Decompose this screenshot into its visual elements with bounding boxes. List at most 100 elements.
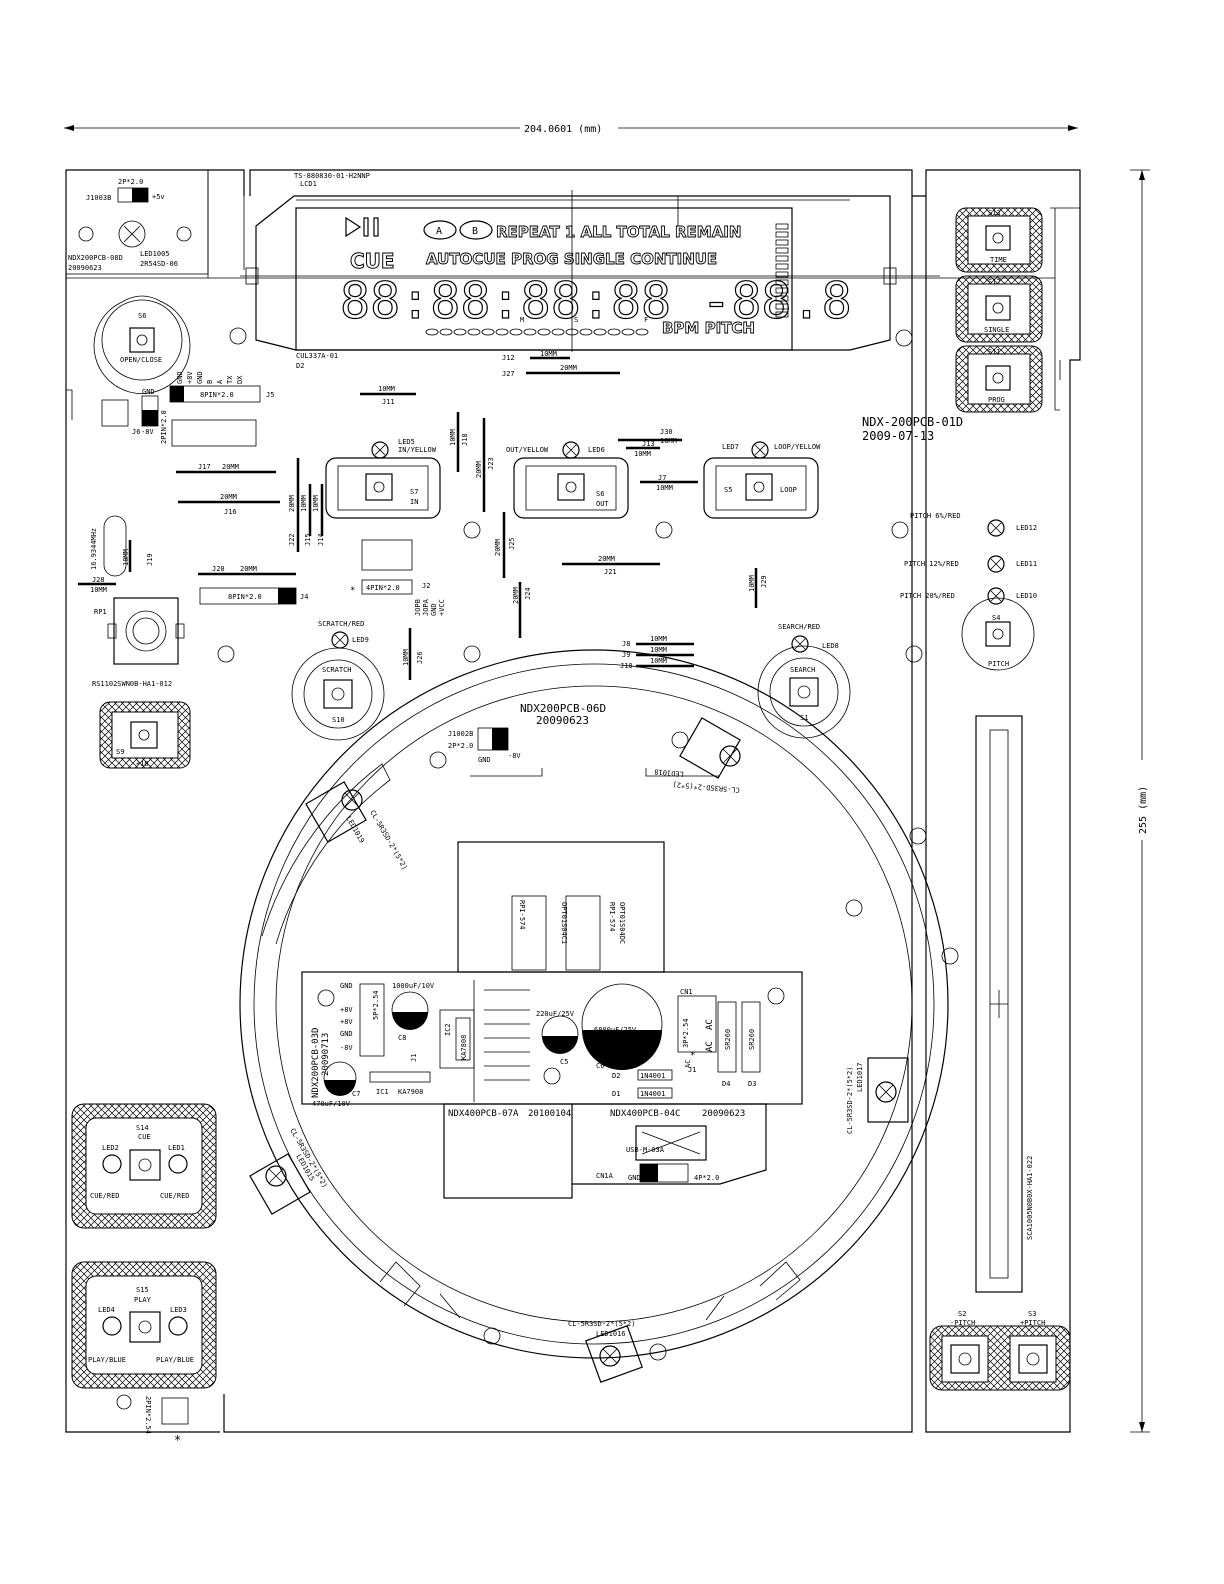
s1-label: SEARCH xyxy=(790,666,815,674)
s2-label: -PITCH xyxy=(950,1319,975,1327)
j6-gnd: GND xyxy=(142,388,155,396)
j2: J2 xyxy=(422,582,430,590)
power-board-date: 20090713 xyxy=(321,1033,331,1076)
main-board-date: 2009-07-13 xyxy=(862,429,934,443)
svg-text:CL-5R3SD-2*(5*2): CL-5R3SD-2*(5*2) xyxy=(846,1067,854,1134)
rp1: RP1 xyxy=(94,608,107,616)
jog-conn: 2P*2.0 xyxy=(448,742,473,750)
led1: LED1 xyxy=(168,1144,185,1152)
in-out-loop: S7 IN LED5 IN/YELLOW S6 OUT OUT/YELLOW L… xyxy=(325,329,913,539)
svg-text:A: A xyxy=(216,379,224,384)
cn1-conn: 3P*2.54 xyxy=(682,1018,690,1048)
c5-val: 220uF/25V xyxy=(536,1010,575,1018)
led12: LED12 xyxy=(1016,524,1037,532)
s15: S15 xyxy=(136,1286,149,1294)
lcd-a: A xyxy=(436,226,442,237)
svg-text:GND: GND xyxy=(340,1030,353,1038)
tl-led-part: 2R54SD-06 xyxy=(140,260,178,268)
pwr-pin-labels: GND +8V +8V GND -8V xyxy=(340,982,353,1052)
svg-text:10MM: 10MM xyxy=(650,646,667,654)
bottom-b-name: NDX400PCB-04C xyxy=(610,1109,680,1119)
svg-text:10MM: 10MM xyxy=(650,635,667,643)
led3: LED3 xyxy=(170,1306,187,1314)
ic2-part: KA7808 xyxy=(460,1035,468,1060)
s12: S12 xyxy=(988,278,1001,286)
pwr-conn: 5P*2.54 xyxy=(372,990,380,1020)
j9: J9 xyxy=(622,651,630,659)
svg-text:2PIN*2.54: 2PIN*2.54 xyxy=(144,1396,152,1434)
ic1: IC1 xyxy=(376,1088,389,1096)
j23: J23 xyxy=(487,457,495,470)
svg-text:20MM: 20MM xyxy=(560,364,577,372)
j26: J26 xyxy=(416,651,424,664)
d2: D2 xyxy=(612,1072,620,1080)
j2-star: * xyxy=(350,586,355,596)
s9: S9 xyxy=(116,748,124,756)
j12: J12 xyxy=(502,354,515,362)
c6: C6 xyxy=(596,1062,604,1070)
svg-text:GND: GND xyxy=(430,603,438,616)
svg-text:10MM: 10MM xyxy=(540,350,557,358)
s9-plus10: S9 +10 xyxy=(99,701,191,769)
led5: LED5 xyxy=(398,438,415,446)
bottom-boards: NDX400PCB-07A 20100104 NDX400PCB-04C 200… xyxy=(443,1103,767,1199)
board-outline xyxy=(65,169,1081,1433)
top-left-board: 2P*2.0 J1003B +5v LED1005 2R54SD-06 NDX2… xyxy=(65,169,209,275)
pitch-slider: SCA1005N0B0X-HA1-022 xyxy=(909,715,1034,1293)
misc-left: 16.9344MHz 8PIN*2.0 J4 4PIN*2.0 * J2 JOP… xyxy=(90,515,481,688)
j5-pin-labels: GND +8V GND B A TX DX xyxy=(176,371,244,384)
led11: LED11 xyxy=(1016,560,1037,568)
j2-pin-labels: JOPB JOPA GND +VCC xyxy=(414,598,446,616)
bottom-a-date: 20100104 xyxy=(528,1109,571,1119)
jog-gnd: GND xyxy=(478,756,491,764)
tl-conn: 2P*2.0 xyxy=(118,178,143,186)
led6: LED6 xyxy=(588,446,605,454)
svg-text:GND: GND xyxy=(340,982,353,990)
j19: J19 xyxy=(146,553,154,566)
j28: J28 xyxy=(92,576,105,584)
right-switch-column: S13 TIME S12 SINGLE S11 PROG NDX-200PCB-… xyxy=(862,207,1043,443)
s5: S5 xyxy=(724,486,732,494)
led6-label: OUT/YELLOW xyxy=(506,446,549,454)
cn1a: CN1A xyxy=(596,1172,614,1180)
lcd-driver: CUL337A-01 xyxy=(296,352,338,360)
j1002b: J1002B xyxy=(448,730,473,738)
j18: J18 xyxy=(461,433,469,446)
lcd-part: TS-880830-01-H2NNP xyxy=(294,172,370,180)
svg-text:+8V: +8V xyxy=(340,1018,353,1026)
led7: LED7 xyxy=(722,443,739,451)
svg-text:20MM: 20MM xyxy=(598,555,615,563)
c8: C8 xyxy=(398,1034,406,1042)
bottom-a-name: NDX400PCB-07A xyxy=(448,1109,519,1119)
sr260-2: SR260 xyxy=(748,1029,756,1050)
j11: J11 xyxy=(382,398,395,406)
j6-v: -8V xyxy=(141,428,154,436)
j7: J7 xyxy=(658,474,666,482)
j15: J15 xyxy=(304,533,312,546)
svg-text:10MM: 10MM xyxy=(634,450,651,458)
svg-text:10MM: 10MM xyxy=(748,575,756,592)
j17: J17 xyxy=(198,463,211,471)
svg-text:10MM: 10MM xyxy=(660,437,677,445)
svg-text:CL-5R3SD-2*(5*2): CL-5R3SD-2*(5*2) xyxy=(368,809,409,871)
j6-conn: 2PIN*2.0 xyxy=(160,410,168,444)
power-board-name: NDX200PCB-03D xyxy=(311,1028,321,1098)
s6-out: S6 xyxy=(596,490,604,498)
s10: S10 xyxy=(332,716,345,724)
s1: S1 xyxy=(800,714,808,722)
led8: LED8 xyxy=(822,642,839,650)
j5-j6-area: GND +8V GND B A TX DX 8PIN*2.0 J5 GND J6… xyxy=(101,371,274,447)
lcd-digits: 88:88:88:88 -88.8 xyxy=(340,272,852,330)
s2: S2 xyxy=(958,1310,966,1318)
tl-conn-ref: J1003B xyxy=(86,194,111,202)
svg-text:20MM: 20MM xyxy=(475,461,483,478)
height-dimension: 255 (mm) xyxy=(1130,169,1150,1433)
j27: J27 xyxy=(502,370,515,378)
s12-label: SINGLE xyxy=(984,326,1009,334)
led10-label: PITCH 20%/RED xyxy=(900,592,955,600)
play-block: S15 PLAY LED4 LED3 PLAY/BLUE PLAY/BLUE xyxy=(71,1261,217,1389)
j22: J22 xyxy=(288,533,296,546)
s4-label: PITCH xyxy=(988,660,1009,668)
j20: J20 xyxy=(212,565,225,573)
